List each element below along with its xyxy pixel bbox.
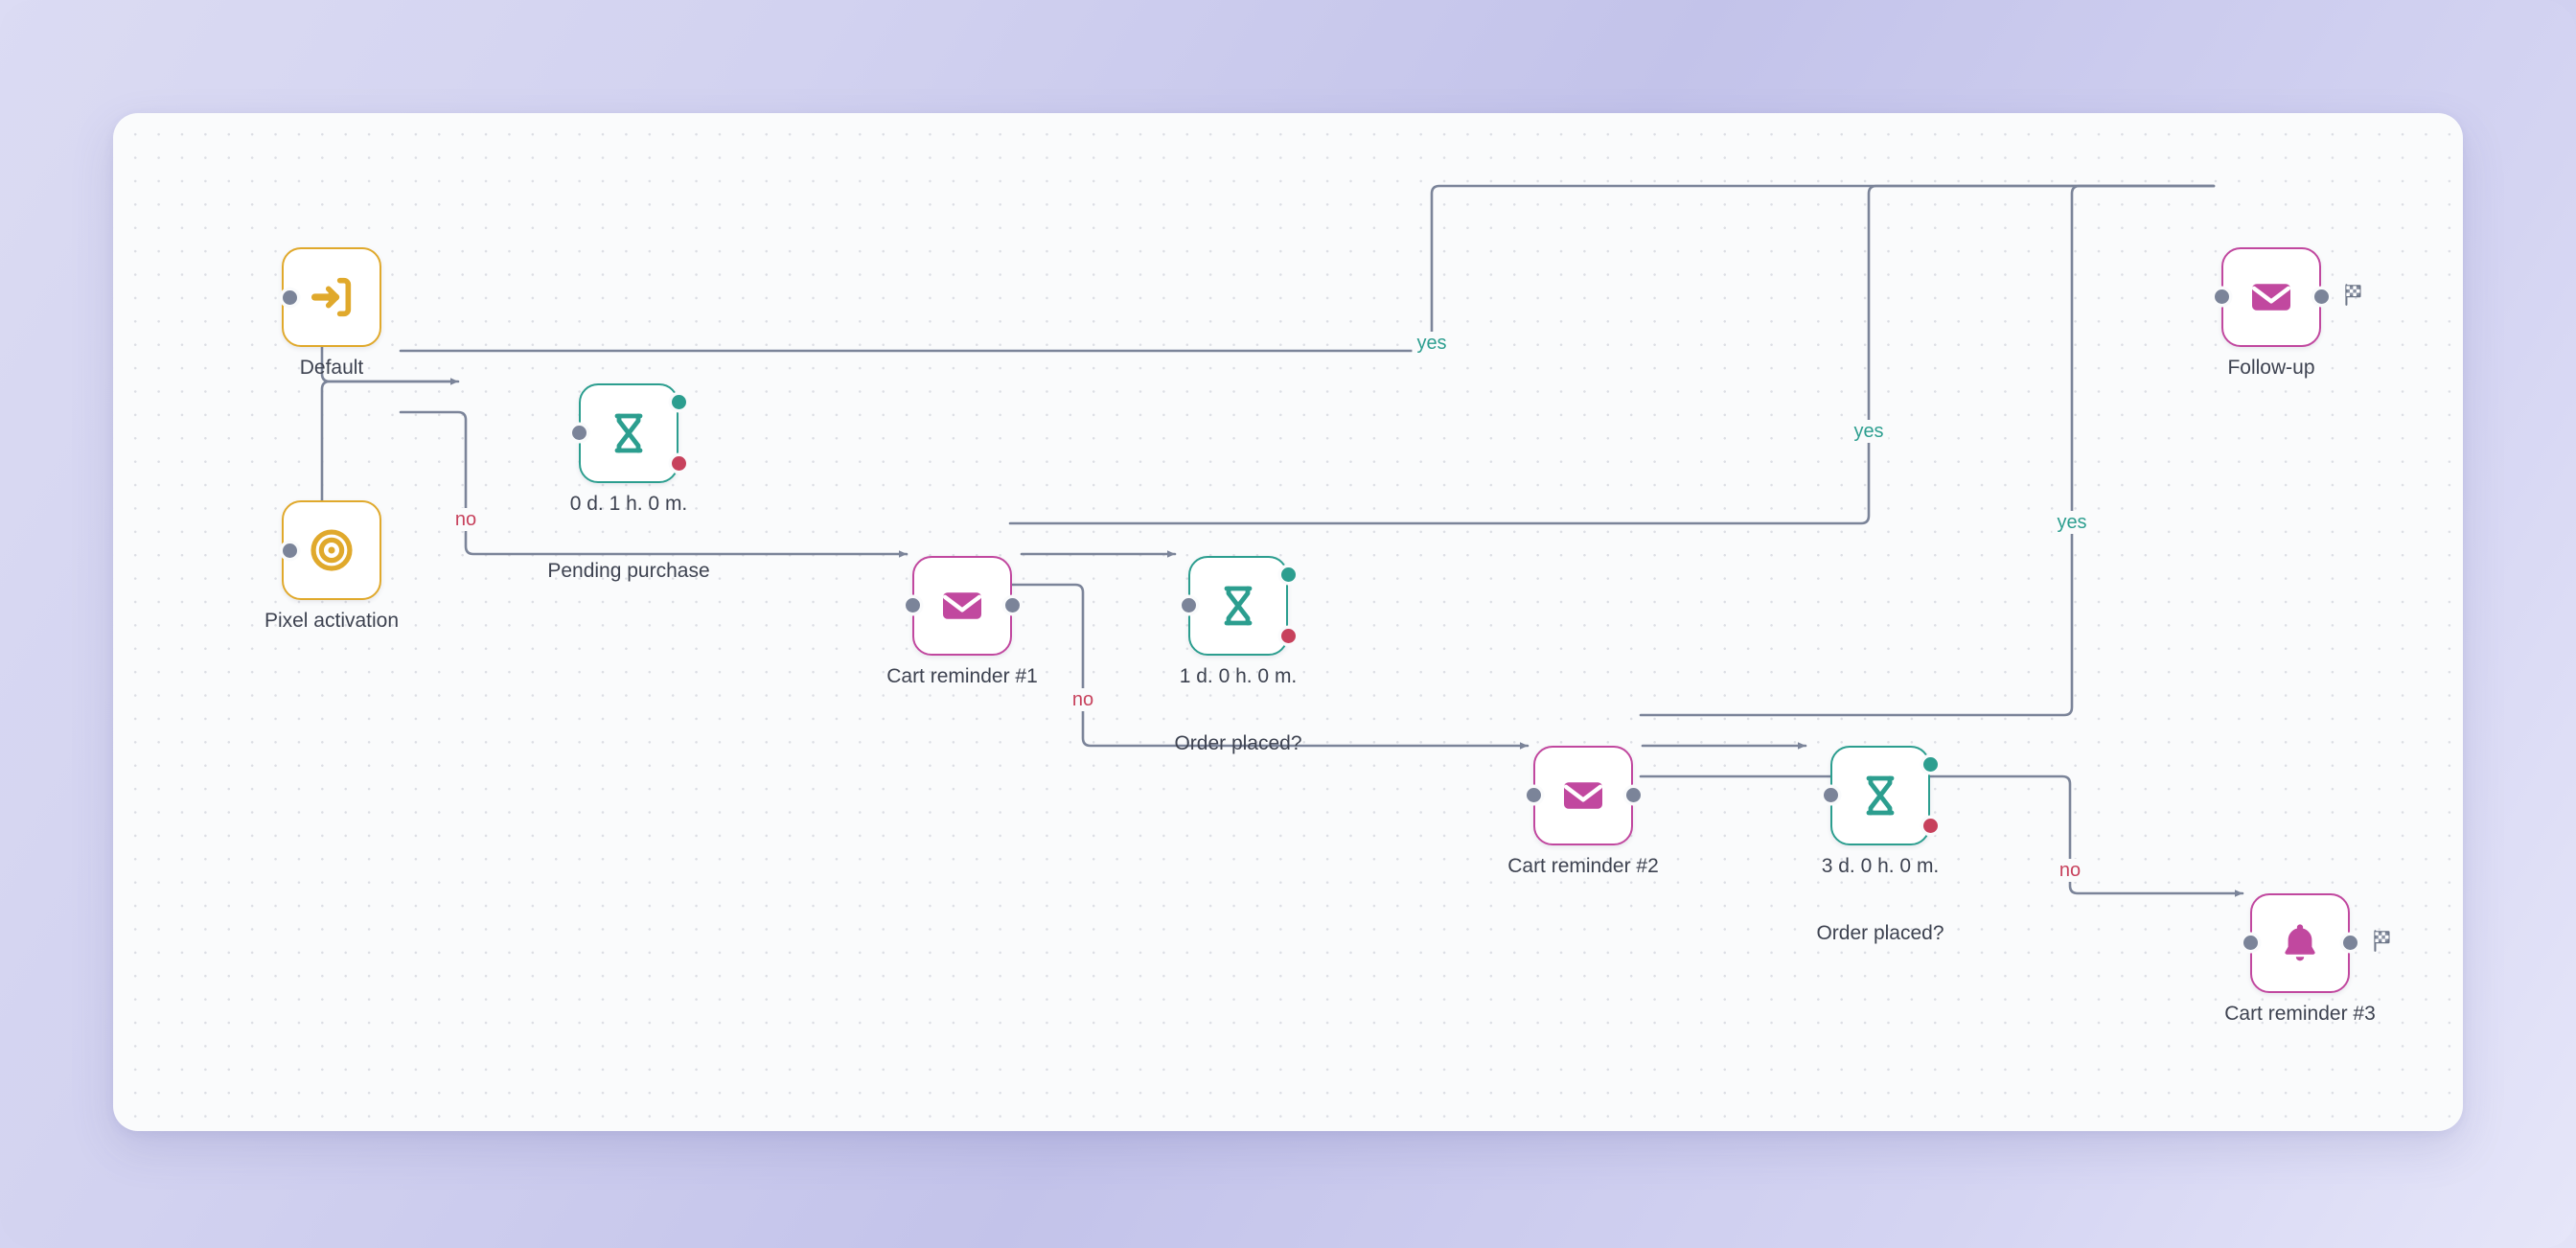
node-pending-purchase[interactable] — [579, 383, 678, 483]
port-in-order-placed-2[interactable] — [1824, 788, 1838, 802]
port-out-no-order-placed-2[interactable] — [1923, 819, 1938, 833]
port-in-follow-up[interactable] — [2215, 289, 2229, 304]
port-in-cart-reminder-1[interactable] — [906, 598, 920, 612]
caption-order-placed-2-name: Order placed? — [1816, 922, 1944, 944]
port-in-cart-reminder-3[interactable] — [2243, 936, 2258, 950]
hourglass-icon — [1215, 583, 1261, 629]
node-cart-reminder-2[interactable] — [1533, 746, 1633, 845]
port-out-pixel-activation[interactable] — [283, 543, 297, 558]
caption-order-placed-1-duration: 1 d. 0 h. 0 m. — [1179, 665, 1298, 687]
node-order-placed-2[interactable] — [1830, 746, 1930, 845]
caption-default: Default — [299, 357, 364, 379]
caption-cart-reminder-2: Cart reminder #2 — [1507, 855, 1659, 877]
caption-cart-reminder-1: Cart reminder #1 — [886, 665, 1038, 687]
port-out-cart-reminder-1[interactable] — [1005, 598, 1020, 612]
port-out-yes-pending-purchase[interactable] — [672, 395, 686, 409]
port-out-no-order-placed-1[interactable] — [1281, 629, 1296, 643]
caption-cart-reminder-3: Cart reminder #3 — [2224, 1003, 2376, 1025]
branch-label-no-3: no — [2054, 859, 2086, 882]
finish-flag-icon — [2341, 282, 2366, 312]
workflow-canvas[interactable]: Default Pixel activation — [113, 113, 2463, 1131]
bell-icon — [2277, 920, 2323, 966]
port-out-yes-order-placed-2[interactable] — [1923, 757, 1938, 772]
caption-order-placed-1-name: Order placed? — [1174, 732, 1302, 754]
port-out-cart-reminder-2[interactable] — [1626, 788, 1641, 802]
caption-order-placed-2-duration: 3 d. 0 h. 0 m. — [1821, 855, 1940, 877]
port-in-pending-purchase[interactable] — [572, 426, 586, 440]
finish-flag-icon — [2370, 928, 2395, 958]
port-out-yes-order-placed-1[interactable] — [1281, 567, 1296, 582]
branch-label-yes-2: yes — [1849, 420, 1889, 443]
login-arrow-icon — [307, 272, 356, 322]
caption-follow-up: Follow-up — [2227, 357, 2315, 379]
branch-label-yes-1: yes — [1412, 332, 1452, 355]
port-in-order-placed-1[interactable] — [1182, 598, 1196, 612]
caption-pixel-activation: Pixel activation — [264, 610, 400, 632]
node-follow-up[interactable] — [2221, 247, 2321, 347]
envelope-icon — [2247, 273, 2295, 321]
caption-pending-purchase-name: Pending purchase — [547, 560, 710, 582]
port-out-no-pending-purchase[interactable] — [672, 456, 686, 471]
caption-pending-purchase-duration: 0 d. 1 h. 0 m. — [569, 493, 688, 515]
port-in-cart-reminder-2[interactable] — [1527, 788, 1541, 802]
envelope-icon — [938, 582, 986, 630]
target-bullseye-icon — [308, 526, 356, 574]
node-cart-reminder-1[interactable] — [912, 556, 1012, 656]
branch-label-yes-3: yes — [2052, 511, 2092, 534]
port-out-follow-up[interactable] — [2314, 289, 2329, 304]
hourglass-icon — [606, 410, 652, 456]
node-cart-reminder-3[interactable] — [2250, 893, 2350, 993]
branch-label-no-2: no — [1067, 688, 1099, 711]
port-out-cart-reminder-3[interactable] — [2343, 936, 2358, 950]
branch-label-no-1: no — [449, 508, 482, 531]
port-out-default[interactable] — [283, 290, 297, 305]
hourglass-icon — [1857, 773, 1903, 819]
node-order-placed-1[interactable] — [1188, 556, 1288, 656]
envelope-icon — [1559, 772, 1607, 820]
